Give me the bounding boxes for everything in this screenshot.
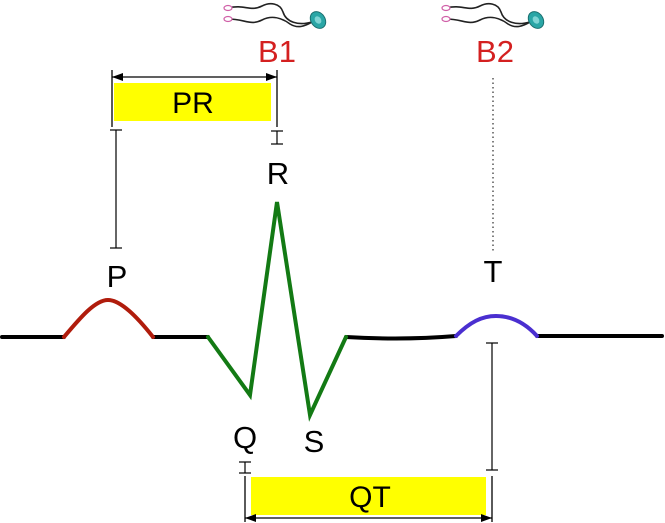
- ecg-baseline: [0, 334, 664, 341]
- wave-label-s: S: [304, 424, 325, 459]
- pr-interval-box: [114, 83, 271, 121]
- t-end-marker-line: [486, 342, 498, 471]
- p-marker-line: [110, 129, 122, 249]
- wave-label-p: P: [107, 259, 128, 294]
- wave-label-r: R: [267, 156, 289, 191]
- pr-interval-arrow: [111, 70, 278, 127]
- qt-interval-label: QT: [349, 481, 391, 514]
- stethoscope-icon-b1: [223, 2, 327, 29]
- beat-label-b1: B1: [258, 34, 296, 69]
- r-marker: [271, 130, 283, 145]
- wave-label-t: T: [484, 254, 503, 289]
- beat-label-b2: B2: [476, 34, 514, 69]
- qt-interval-box: [251, 477, 486, 515]
- qt-interval-arrow: [244, 476, 493, 522]
- q-marker: [239, 461, 251, 474]
- p-wave: [62, 297, 155, 339]
- qrs-complex: [206, 201, 348, 422]
- stethoscope-icon-b2: [441, 2, 545, 29]
- t-wave: [454, 313, 539, 338]
- wave-label-q: Q: [233, 420, 257, 455]
- pr-interval-label: PR: [172, 87, 214, 120]
